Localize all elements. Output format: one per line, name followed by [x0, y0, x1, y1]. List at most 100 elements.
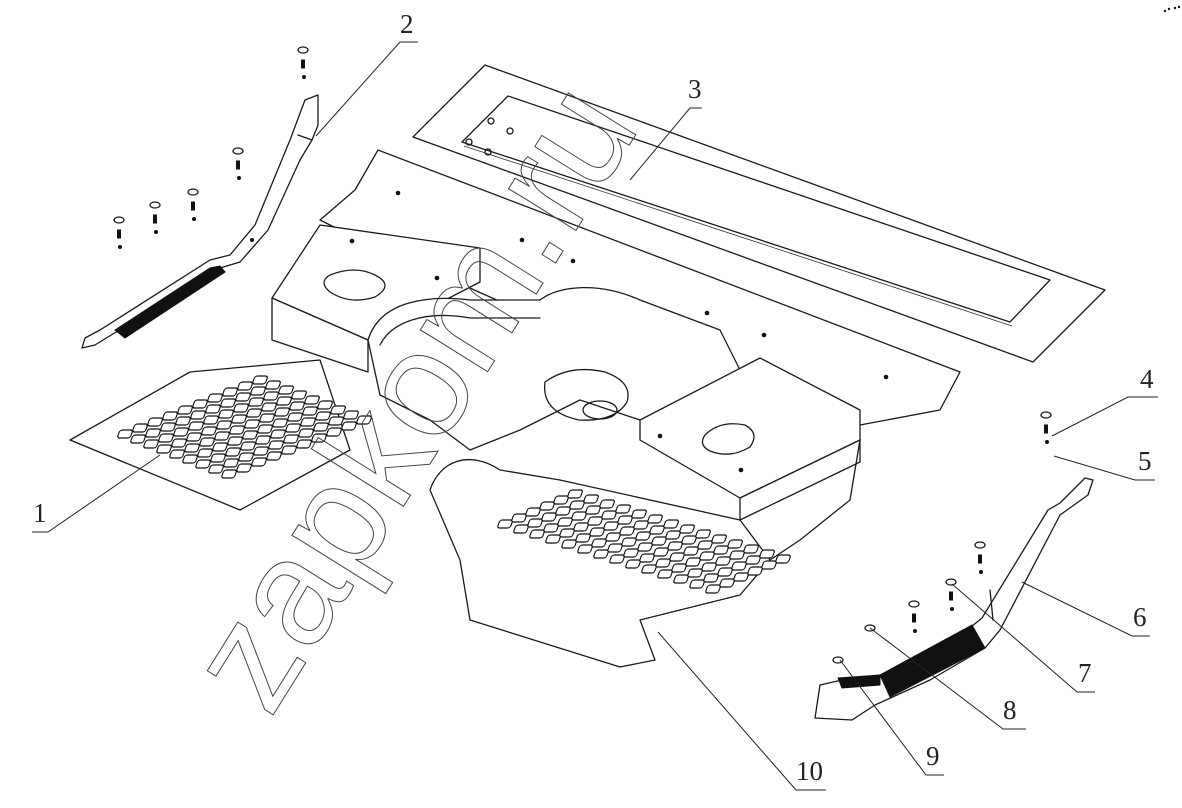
mat-cell	[246, 408, 262, 418]
cap	[187, 188, 199, 196]
left-sill-trim	[81, 94, 319, 349]
callout-8: 8	[1003, 695, 1017, 725]
washer	[192, 217, 196, 221]
mat-cell	[673, 574, 689, 584]
screw	[978, 554, 982, 564]
mat-cell	[143, 439, 159, 449]
mat-cell	[274, 407, 290, 417]
mat-cell	[328, 416, 344, 426]
cap	[945, 578, 957, 586]
mat-cell	[651, 536, 667, 546]
mat-cell	[317, 400, 333, 410]
mat-cell	[227, 436, 243, 446]
mat-cell	[529, 529, 545, 539]
mat-cell	[577, 544, 593, 554]
mat-cell	[341, 421, 357, 431]
mat-cell	[663, 519, 679, 529]
mat-cell	[212, 442, 228, 452]
mat-cell	[599, 499, 615, 509]
mat-cell	[156, 444, 172, 454]
callout-7: 7	[1078, 658, 1092, 688]
callout-3: 3	[688, 74, 702, 104]
mat-cell	[683, 546, 699, 556]
mat-cell	[575, 533, 591, 543]
mat-cell	[261, 402, 277, 412]
mat-cell	[557, 517, 573, 527]
mat-cell	[761, 560, 777, 570]
callouts: 1 2 3 4 5 6 7 8 9 10	[32, 9, 1158, 791]
mat-cell	[175, 416, 191, 426]
mat-cell	[233, 403, 249, 413]
mat-cell	[192, 399, 208, 409]
mat-cell	[541, 512, 557, 522]
mat-cell	[190, 410, 206, 420]
mat-cell	[201, 426, 217, 436]
washer	[302, 75, 306, 79]
mat-cell	[593, 549, 609, 559]
mat-cell	[589, 527, 605, 537]
mat-cell	[729, 550, 745, 560]
mat-cell	[184, 443, 200, 453]
mat-cell	[775, 554, 791, 564]
mat-cell	[745, 555, 761, 565]
mat-cell	[607, 543, 623, 553]
mat-cell	[237, 381, 253, 391]
mat-cell	[169, 449, 185, 459]
mat-cell	[559, 528, 575, 538]
mat-cell	[218, 409, 234, 419]
mat-cell	[304, 395, 320, 405]
washer	[950, 607, 954, 611]
mat-cell	[553, 495, 569, 505]
mat-cell	[283, 434, 299, 444]
right-sill-trim	[814, 477, 1094, 721]
mat-cell	[697, 540, 713, 550]
mat-cell	[545, 534, 561, 544]
mat-cell	[647, 514, 663, 524]
mat-cell	[621, 537, 637, 547]
mat-cell	[195, 459, 211, 469]
mat-cell	[655, 558, 671, 568]
mat-cell	[263, 391, 279, 401]
mat-cell	[635, 531, 651, 541]
mat-cell	[281, 445, 297, 455]
callout-9: 9	[926, 741, 940, 771]
washer	[979, 570, 983, 574]
mat-cell	[685, 557, 701, 567]
cap	[1040, 411, 1052, 419]
mat-cell	[240, 441, 256, 451]
mat-cell	[216, 420, 232, 430]
mat-cell	[689, 579, 705, 589]
screw	[117, 229, 121, 239]
mat-cell	[326, 427, 342, 437]
screw	[153, 214, 157, 224]
mat-cell	[591, 538, 607, 548]
mat-cell	[665, 530, 681, 540]
rear-cover-panel	[412, 64, 1106, 363]
mat-cell	[276, 396, 292, 406]
mat-cell	[238, 452, 254, 462]
cap	[113, 216, 125, 224]
mat-cell	[197, 448, 213, 458]
mat-cell	[633, 520, 649, 530]
washer	[913, 629, 917, 633]
fasteners	[113, 46, 1052, 664]
mat-cell	[285, 423, 301, 433]
mat-cell	[731, 561, 747, 571]
mat-cell	[287, 412, 303, 422]
mat-cell	[177, 405, 193, 415]
cap	[297, 46, 309, 54]
mat-cell	[587, 516, 603, 526]
mat-cell	[259, 413, 275, 423]
mat-cell	[543, 523, 559, 533]
mat-cell	[605, 532, 621, 542]
mat-cell	[603, 521, 619, 531]
mat-cell	[250, 386, 266, 396]
callout-6: 6	[1133, 602, 1147, 632]
mat-cell	[705, 584, 721, 594]
mat-cell	[641, 564, 657, 574]
mat-cell	[539, 501, 555, 511]
washer	[237, 176, 241, 180]
mat-cell	[223, 458, 239, 468]
mat-cell	[160, 422, 176, 432]
mat-cell	[637, 542, 653, 552]
